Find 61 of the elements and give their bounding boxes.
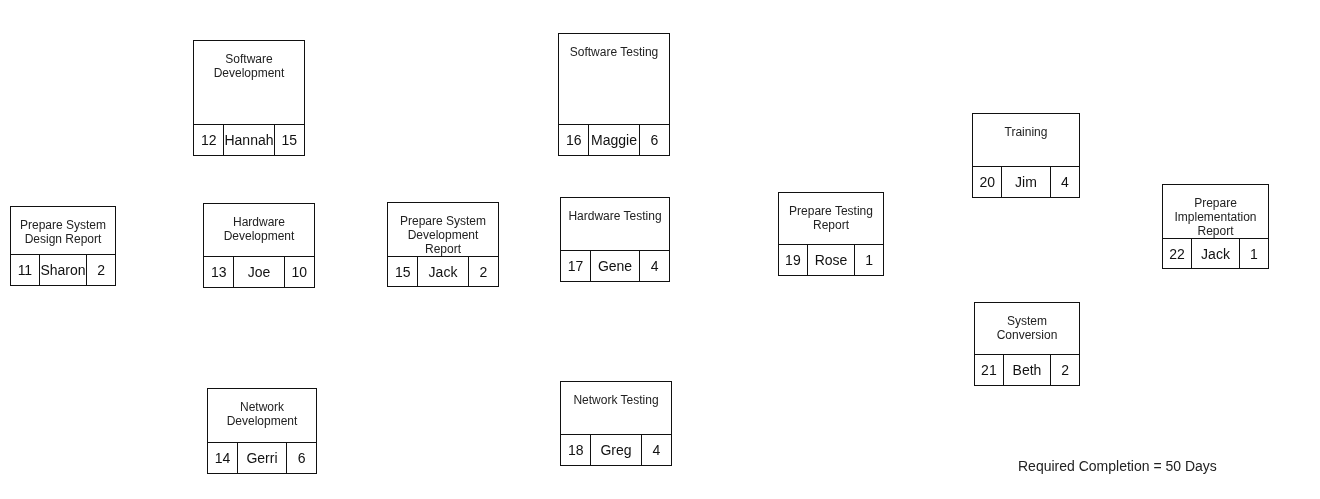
person-name: Jim [1001,167,1050,197]
activity-box [560,381,672,466]
duration: 15 [273,125,304,155]
activity-number: 12 [199,131,218,150]
activity-title: Software Development [212,51,286,82]
duration: 2 [467,257,498,286]
activity-box [560,197,670,282]
activity-number: 11 [16,261,34,280]
activity-title: Network Testing [572,392,660,409]
person-name: Jack [417,257,468,286]
activity-box [1162,184,1269,269]
person-name: Sharon [38,255,87,285]
activity-number: 19 [784,251,802,270]
activity-number: 22 [1168,244,1186,264]
activity-title: Prepare System Design Report [18,217,107,248]
activity-number: 17 [566,257,585,276]
duration: 2 [1050,355,1079,385]
person-name: Rose [806,245,855,275]
activity-box [778,192,884,276]
activity-box [207,388,317,474]
duration: 4 [639,251,669,281]
duration: 6 [286,443,316,473]
activity-number: 15 [393,262,412,282]
duration: 6 [638,125,669,155]
duration: 2 [86,255,115,285]
activity-title: System Conversion [995,313,1059,344]
activity-number: 16 [564,131,583,150]
person-name: Gerri [236,443,287,473]
note: Required Completion = 50 Days [1018,458,1217,474]
activity-title: Hardware Development [222,214,296,245]
activity-title: Prepare Implementation Report [1173,195,1258,239]
duration: 4 [1049,167,1079,197]
activity-number: 21 [980,361,998,380]
activity-title: Prepare Testing Report [788,203,874,234]
person-name: Maggie [588,125,639,155]
duration: 1 [1238,239,1268,268]
activity-box [193,40,305,156]
activity-box [203,203,315,288]
activity-number: 20 [978,173,996,192]
activity-box [10,206,116,286]
activity-box [974,302,1080,386]
person-name: Greg [590,435,641,465]
activity-title: Training [1003,124,1049,141]
activity-title: Software Testing [568,44,660,61]
person-name: Joe [233,257,284,287]
activity-number: 13 [209,263,228,282]
activity-title: Hardware Testing [567,208,663,225]
activity-box [558,33,670,156]
activity-title: Prepare System Development Report [398,213,487,257]
activity-title: Network Development [225,399,299,430]
activity-box [972,113,1080,198]
activity-box [387,202,499,287]
duration: 4 [640,435,671,465]
duration: 1 [854,245,883,275]
person-name: Hannah [223,125,274,155]
person-name: Jack [1191,239,1239,268]
person-name: Beth [1002,355,1051,385]
activity-number: 18 [566,441,585,460]
duration: 10 [283,257,314,287]
person-name: Gene [589,251,640,281]
activity-number: 14 [213,449,232,468]
